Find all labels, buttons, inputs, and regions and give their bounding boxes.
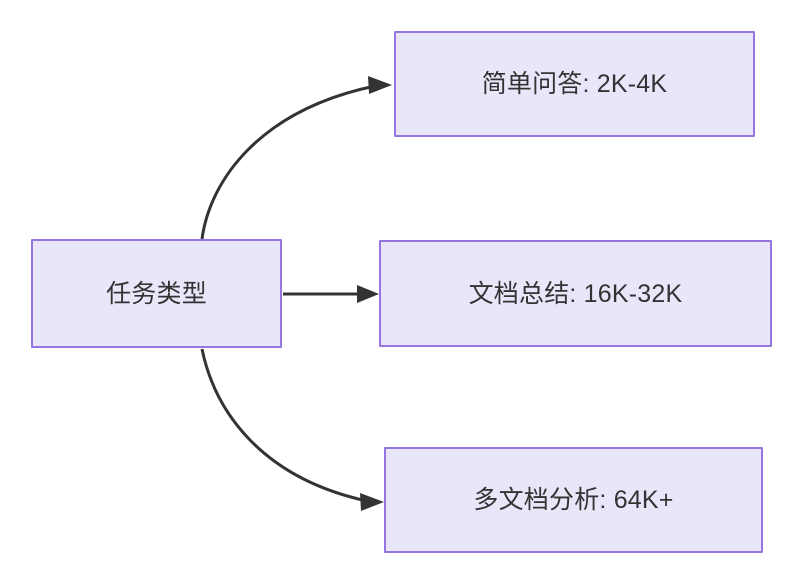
arrowhead-multi-doc-analysis xyxy=(360,493,384,511)
arrowhead-doc-summary xyxy=(357,285,379,303)
node-simple-qa[interactable]: 简单问答: 2K-4K xyxy=(394,31,755,137)
node-multi-doc-analysis-label: 多文档分析: 64K+ xyxy=(473,486,674,514)
node-task-type-label: 任务类型 xyxy=(106,279,207,308)
node-doc-summary[interactable]: 文档总结: 16K-32K xyxy=(379,240,772,347)
edge-task-type-to-simple-qa[interactable] xyxy=(200,84,376,240)
node-multi-doc-analysis[interactable]: 多文档分析: 64K+ xyxy=(384,447,763,553)
edge-task-type-to-multi-doc-analysis[interactable] xyxy=(200,348,368,503)
arrowhead-simple-qa xyxy=(368,76,392,94)
node-task-type[interactable]: 任务类型 xyxy=(31,239,282,348)
node-doc-summary-label: 文档总结: 16K-32K xyxy=(468,279,683,308)
node-simple-qa-label: 简单问答: 2K-4K xyxy=(481,70,668,98)
